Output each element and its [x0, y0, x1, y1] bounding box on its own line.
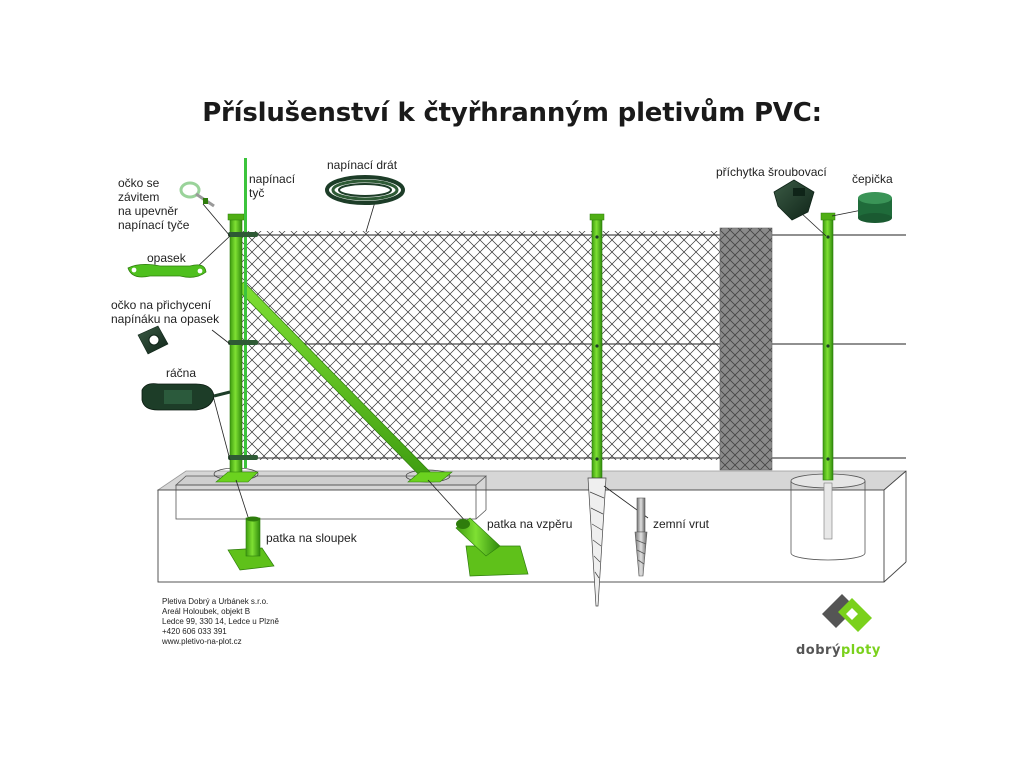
strut-foot-icon — [455, 517, 529, 577]
cylinder-bottom — [790, 552, 866, 561]
brand-part-2: ploty — [840, 643, 881, 658]
post-foot-icon — [227, 516, 275, 571]
cap-icon — [858, 192, 892, 223]
company-name: Pletiva Dobrý a Urbánek s.r.o. — [162, 597, 269, 606]
company-address-1: Areál Holoubek, objekt B — [162, 607, 251, 616]
page-title: Příslušenství k čtyřhranným pletivům PVC… — [202, 98, 822, 128]
footing-box — [175, 484, 477, 520]
wire-coil-icon — [325, 175, 405, 205]
label-cepicka: čepička — [852, 172, 893, 186]
strap-icon — [127, 264, 207, 278]
label-napinaci-drat: napínací drát — [327, 158, 398, 172]
strap-bottom — [228, 455, 258, 460]
ground-side-edge — [883, 470, 907, 491]
chain-link-mesh-dark — [719, 227, 773, 471]
label-patka-na-vzperu: patka na vzpěru — [487, 517, 573, 531]
post-left-cap — [227, 213, 245, 221]
post-right-cap — [820, 212, 836, 221]
label-racna: ráčna — [166, 366, 197, 380]
post-right — [822, 217, 834, 481]
strap-top — [228, 232, 258, 237]
tension-bar — [244, 158, 247, 468]
post-middle — [591, 217, 603, 479]
chain-link-mesh — [242, 231, 722, 460]
strap-mid — [228, 340, 258, 345]
footing-edge — [475, 509, 487, 520]
brand-part-1: dobrý — [796, 643, 841, 658]
post-left-foot-plate — [215, 471, 259, 483]
label-ocko-napinak: očko na přichycení napínáku na opasek — [111, 298, 220, 326]
cylinder-post-sunk — [823, 482, 833, 540]
ground-side-corner — [883, 561, 907, 583]
brand-logo-icon — [822, 594, 872, 632]
label-opasek: opasek — [147, 251, 186, 265]
tensioner-eye-icon — [137, 325, 169, 355]
company-address-2: Ledce 99, 330 14, Ledce u Plzně — [162, 617, 279, 626]
ground-screw-in-soil — [587, 477, 607, 607]
clamp-icon — [773, 179, 815, 221]
label-zemni-vrut: zemní vrut — [653, 517, 710, 531]
label-napinaci-tyc: napínací tyč — [249, 172, 296, 200]
label-ocko-se-zavitem: očko se závitem na upevněr napínací tyče — [118, 176, 190, 232]
post-left — [229, 217, 243, 479]
ground-section — [156, 467, 908, 583]
eye-bolt-icon — [179, 181, 215, 208]
ground-screw-thread — [589, 491, 605, 579]
post-middle-cap — [589, 213, 605, 221]
ratchet-icon — [141, 383, 231, 411]
label-patka-na-sloupek: patka na sloupek — [266, 531, 357, 545]
company-info: Pletiva Dobrý a Urbánek s.r.o. Areál Hol… — [162, 597, 279, 647]
company-website: www.pletivo-na-plot.cz — [162, 637, 242, 646]
ground-screw-icon — [634, 497, 648, 577]
company-phone: +420 606 033 391 — [162, 627, 227, 636]
brand-wordmark: dobrýploty — [796, 643, 881, 658]
label-prichytka-sroubovaci: příchytka šroubovací — [716, 165, 827, 179]
